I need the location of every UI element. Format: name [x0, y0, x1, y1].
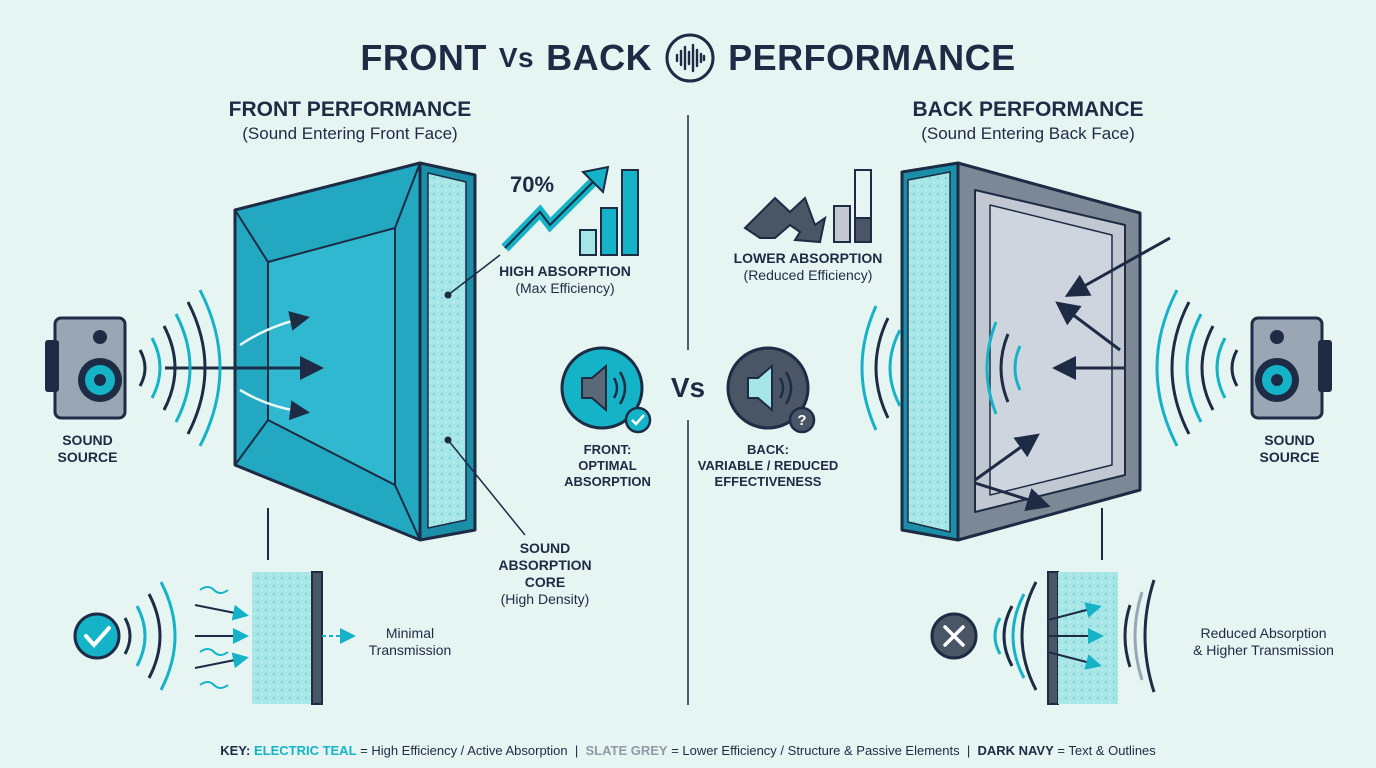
front-transmission-1: Minimal [385, 625, 435, 641]
front-transmission-block: Minimal Transmission [350, 625, 470, 659]
front-stat: 70% [510, 172, 555, 197]
back-source-label-1: SOUND [1264, 432, 1315, 448]
back-source-label-2: SOURCE [1259, 449, 1320, 465]
key-teal-desc: = High Efficiency / Active Absorption | [356, 743, 586, 758]
back-subheading: (Sound Entering Back Face) [921, 124, 1135, 143]
back-left-waves [860, 305, 902, 431]
front-badge-3: ABSORPTION [564, 474, 651, 489]
back-transmission-1: Reduced Absorption [1200, 625, 1327, 641]
key-slate-name: SLATE GREY [585, 743, 668, 758]
front-core-label-2: ABSORPTION [498, 557, 592, 573]
front-source-label-2: SOURCE [57, 449, 118, 465]
absorption-pointer [447, 254, 501, 296]
back-entry-arrows [974, 236, 1171, 512]
front-source-label: SOUND SOURCE [40, 432, 135, 466]
back-detail-cross-section [930, 571, 1156, 705]
svg-text:?: ? [797, 412, 806, 429]
back-inner-waves [985, 321, 1022, 415]
front-core-sub: (High Density) [500, 591, 590, 607]
back-speaker-icon [1250, 316, 1332, 420]
back-panel [900, 161, 1142, 542]
title-performance: PERFORMANCE [728, 37, 1016, 78]
back-badge-1: BACK: [747, 442, 789, 457]
front-absorption-sub: (Max Efficiency) [515, 280, 615, 296]
key-navy-desc: = Text & Outlines [1053, 743, 1156, 758]
front-sound-waves [138, 289, 222, 447]
back-badge-3: EFFECTIVENESS [714, 474, 822, 489]
front-core-label-3: CORE [524, 574, 566, 590]
front-speaker-badge-icon [560, 346, 652, 434]
core-pointer [447, 439, 526, 536]
front-badge-label: FRONT: OPTIMAL ABSORPTION [550, 442, 665, 490]
key-teal-name: ELECTRIC TEAL [253, 743, 357, 758]
key-prefix: KEY: [220, 743, 251, 758]
front-subheading: (Sound Entering Front Face) [242, 124, 458, 143]
front-source-label-1: SOUND [62, 432, 113, 448]
back-absorption-block: LOWER ABSORPTION (Reduced Efficiency) [722, 250, 894, 284]
front-core-block: SOUND ABSORPTION CORE (High Density) [480, 540, 610, 608]
front-badge-1: FRONT: [583, 442, 632, 457]
front-speaker-icon [45, 316, 127, 420]
front-badge-2: OPTIMAL [578, 458, 637, 473]
key-slate-desc: = Lower Efficiency / Structure & Passive… [667, 743, 978, 758]
back-absorption-label: LOWER ABSORPTION [733, 250, 883, 266]
back-heading: BACK PERFORMANCE [912, 98, 1144, 121]
key-navy-name: DARK NAVY [977, 743, 1054, 758]
back-transmission-block: Reduced Absorption & Higher Transmission [1176, 625, 1351, 659]
back-badge-2: VARIABLE / REDUCED [697, 458, 839, 473]
front-absorption-block: HIGH ABSORPTION (Max Efficiency) [490, 263, 640, 297]
page-title: FRONT Vs BACK PERFORMANCE [0, 32, 1376, 84]
title-front: FRONT [360, 37, 487, 78]
front-absorption-label: HIGH ABSORPTION [499, 263, 631, 279]
front-heading-block: FRONT PERFORMANCE (Sound Entering Front … [140, 98, 560, 144]
back-source-label: SOUND SOURCE [1242, 432, 1337, 466]
title-vs: Vs [498, 42, 535, 73]
color-key: KEY: ELECTRIC TEAL = High Efficiency / A… [0, 743, 1376, 758]
back-absorption-sub: (Reduced Efficiency) [743, 267, 873, 283]
back-badge-label: BACK: VARIABLE / REDUCED EFFECTIVENESS [688, 442, 848, 490]
front-heading: FRONT PERFORMANCE [228, 98, 472, 121]
check-icon [73, 612, 121, 660]
front-transmission-2: Transmission [368, 642, 452, 658]
back-transmission-2: & Higher Transmission [1193, 642, 1334, 658]
front-panel [233, 161, 477, 542]
sound-wave-icon [665, 33, 715, 83]
front-detail-cross-section [73, 571, 356, 705]
front-efficiency-chart [501, 165, 639, 256]
back-sound-waves [1155, 289, 1239, 447]
back-efficiency-chart [743, 169, 872, 244]
front-core-label-1: SOUND [519, 540, 571, 556]
title-back: BACK [546, 37, 653, 78]
back-heading-block: BACK PERFORMANCE (Sound Entering Back Fa… [818, 98, 1238, 144]
back-speaker-badge-icon: ? [726, 346, 816, 434]
center-vs: Vs [670, 372, 706, 403]
